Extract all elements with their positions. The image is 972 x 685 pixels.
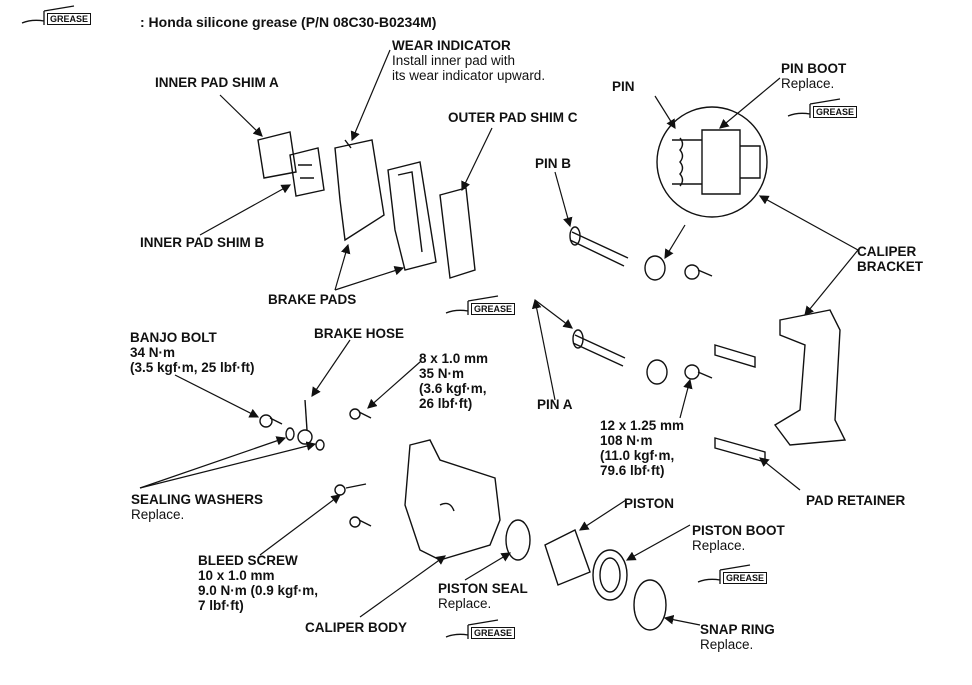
leader-lines bbox=[139, 49, 859, 626]
pin-a bbox=[572, 329, 626, 367]
outer-brake-pad bbox=[387, 161, 437, 271]
piston-parts bbox=[505, 519, 667, 631]
grease-gun-icon: GREASE bbox=[20, 5, 98, 27]
grease-gun-icon: GREASE bbox=[444, 295, 522, 317]
label-brake-hose: BRAKE HOSE bbox=[314, 326, 405, 341]
label-piston: PISTON bbox=[624, 496, 675, 511]
label-pin-b: PIN B bbox=[535, 156, 572, 171]
label-pad-retainer: PAD RETAINER bbox=[806, 493, 906, 508]
label-inner-pad-shim-a: INNER PAD SHIM A bbox=[155, 75, 279, 90]
label-caliper-body: CALIPER BODY bbox=[305, 620, 408, 635]
caliper-bracket bbox=[773, 309, 847, 446]
label-brake-pads: BRAKE PADS bbox=[268, 292, 357, 307]
pin-b bbox=[569, 226, 629, 267]
outer-pad-shim-c bbox=[439, 187, 476, 279]
label-inner-pad-shim-b: INNER PAD SHIM B bbox=[140, 235, 265, 250]
inner-brake-pad bbox=[334, 139, 385, 242]
small-bolts bbox=[334, 408, 372, 528]
boots-and-bolts bbox=[644, 255, 713, 385]
grease-gun-icon: GREASE bbox=[696, 564, 774, 586]
inner-pad-shim-b bbox=[289, 147, 325, 197]
label-pin: PIN bbox=[612, 79, 635, 94]
caliper-body bbox=[404, 439, 501, 561]
label-outer-pad-shim-c: OUTER PAD SHIM C bbox=[448, 110, 578, 125]
grease-gun-icon: GREASE bbox=[444, 619, 522, 641]
inner-pad-shim-a bbox=[257, 131, 297, 179]
grease-legend-text: : Honda silicone grease (P/N 08C30-B0234… bbox=[140, 14, 437, 30]
grease-gun-icon: GREASE bbox=[786, 98, 864, 120]
pin-boot-detail bbox=[656, 106, 768, 218]
banjo-bolt-and-hose bbox=[259, 399, 325, 451]
pad-retainers bbox=[714, 344, 766, 463]
label-pin-a: PIN A bbox=[537, 397, 573, 412]
